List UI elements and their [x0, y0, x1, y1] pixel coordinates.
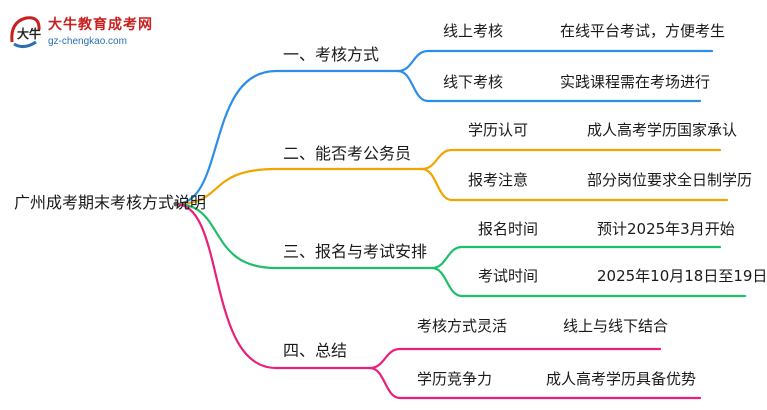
- leaf-1-1-connector: [396, 49, 714, 73]
- leaf-1-2-detail: 实践课程需在考场进行: [560, 73, 711, 91]
- leaf-1-1-label: 线上考核: [443, 22, 504, 40]
- logo-title: 大牛教育成考网: [48, 17, 153, 33]
- leaf-3-1-detail: 预计2025年3月开始: [597, 220, 735, 238]
- leaf-2-2-label: 报考注意: [468, 171, 529, 189]
- leaf-3-2-detail: 2025年10月18日至19日: [597, 267, 767, 285]
- leaf-2-1-label: 学历认可: [468, 121, 529, 139]
- leaf-4-2-connector: [368, 366, 702, 400]
- leaf-2-2-connector: [420, 167, 729, 202]
- leaf-4-1-connector: [368, 347, 662, 370]
- root-node-dot: [173, 201, 179, 207]
- leaf-3-1-label: 报名时间: [478, 220, 539, 238]
- branch-2-connector: [174, 167, 424, 206]
- branch-3-label: 三、报名与考试安排: [283, 242, 428, 261]
- branch-1-connector: [174, 69, 400, 206]
- brand-logo: 大牛 大牛教育成考网 gz-chengkao.com: [6, 12, 206, 56]
- branch-4-label: 四、总结: [283, 341, 348, 360]
- logo-mark-text: 大牛: [17, 26, 41, 41]
- leaf-2-1-detail: 成人高考学历国家承认: [587, 121, 738, 139]
- leaf-3-2-label: 考试时间: [478, 267, 539, 285]
- leaf-4-2-label: 学历竞争力: [417, 370, 493, 388]
- leaf-1-1-detail: 在线平台考试，方便考生: [560, 22, 726, 40]
- logo-mark-icon: 大牛: [10, 16, 41, 49]
- leaf-4-1-detail: 线上与线下结合: [563, 317, 669, 335]
- leaf-2-1-connector: [420, 148, 722, 171]
- leaf-1-2-label: 线下考核: [443, 73, 504, 91]
- branch-4-connector: [174, 202, 372, 370]
- mindmap-connectors: [173, 49, 747, 400]
- leaf-4-2-detail: 成人高考学历具备优势: [546, 370, 697, 388]
- branch-2-label: 二、能否考公务员: [283, 144, 412, 163]
- branch-1-label: 一、考核方式: [283, 45, 380, 64]
- leaf-1-2-connector: [396, 69, 702, 103]
- mindmap-root: 广州成考期末考核方式说明: [14, 193, 207, 212]
- leaf-2-2-detail: 部分岗位要求全日制学历: [587, 171, 753, 189]
- leaf-3-1-connector: [430, 245, 722, 270]
- branch-3-connector: [174, 202, 434, 270]
- logo-url: gz-chengkao.com: [48, 36, 127, 47]
- leaf-3-2-connector: [430, 266, 747, 298]
- leaf-4-1-label: 考核方式灵活: [417, 317, 508, 335]
